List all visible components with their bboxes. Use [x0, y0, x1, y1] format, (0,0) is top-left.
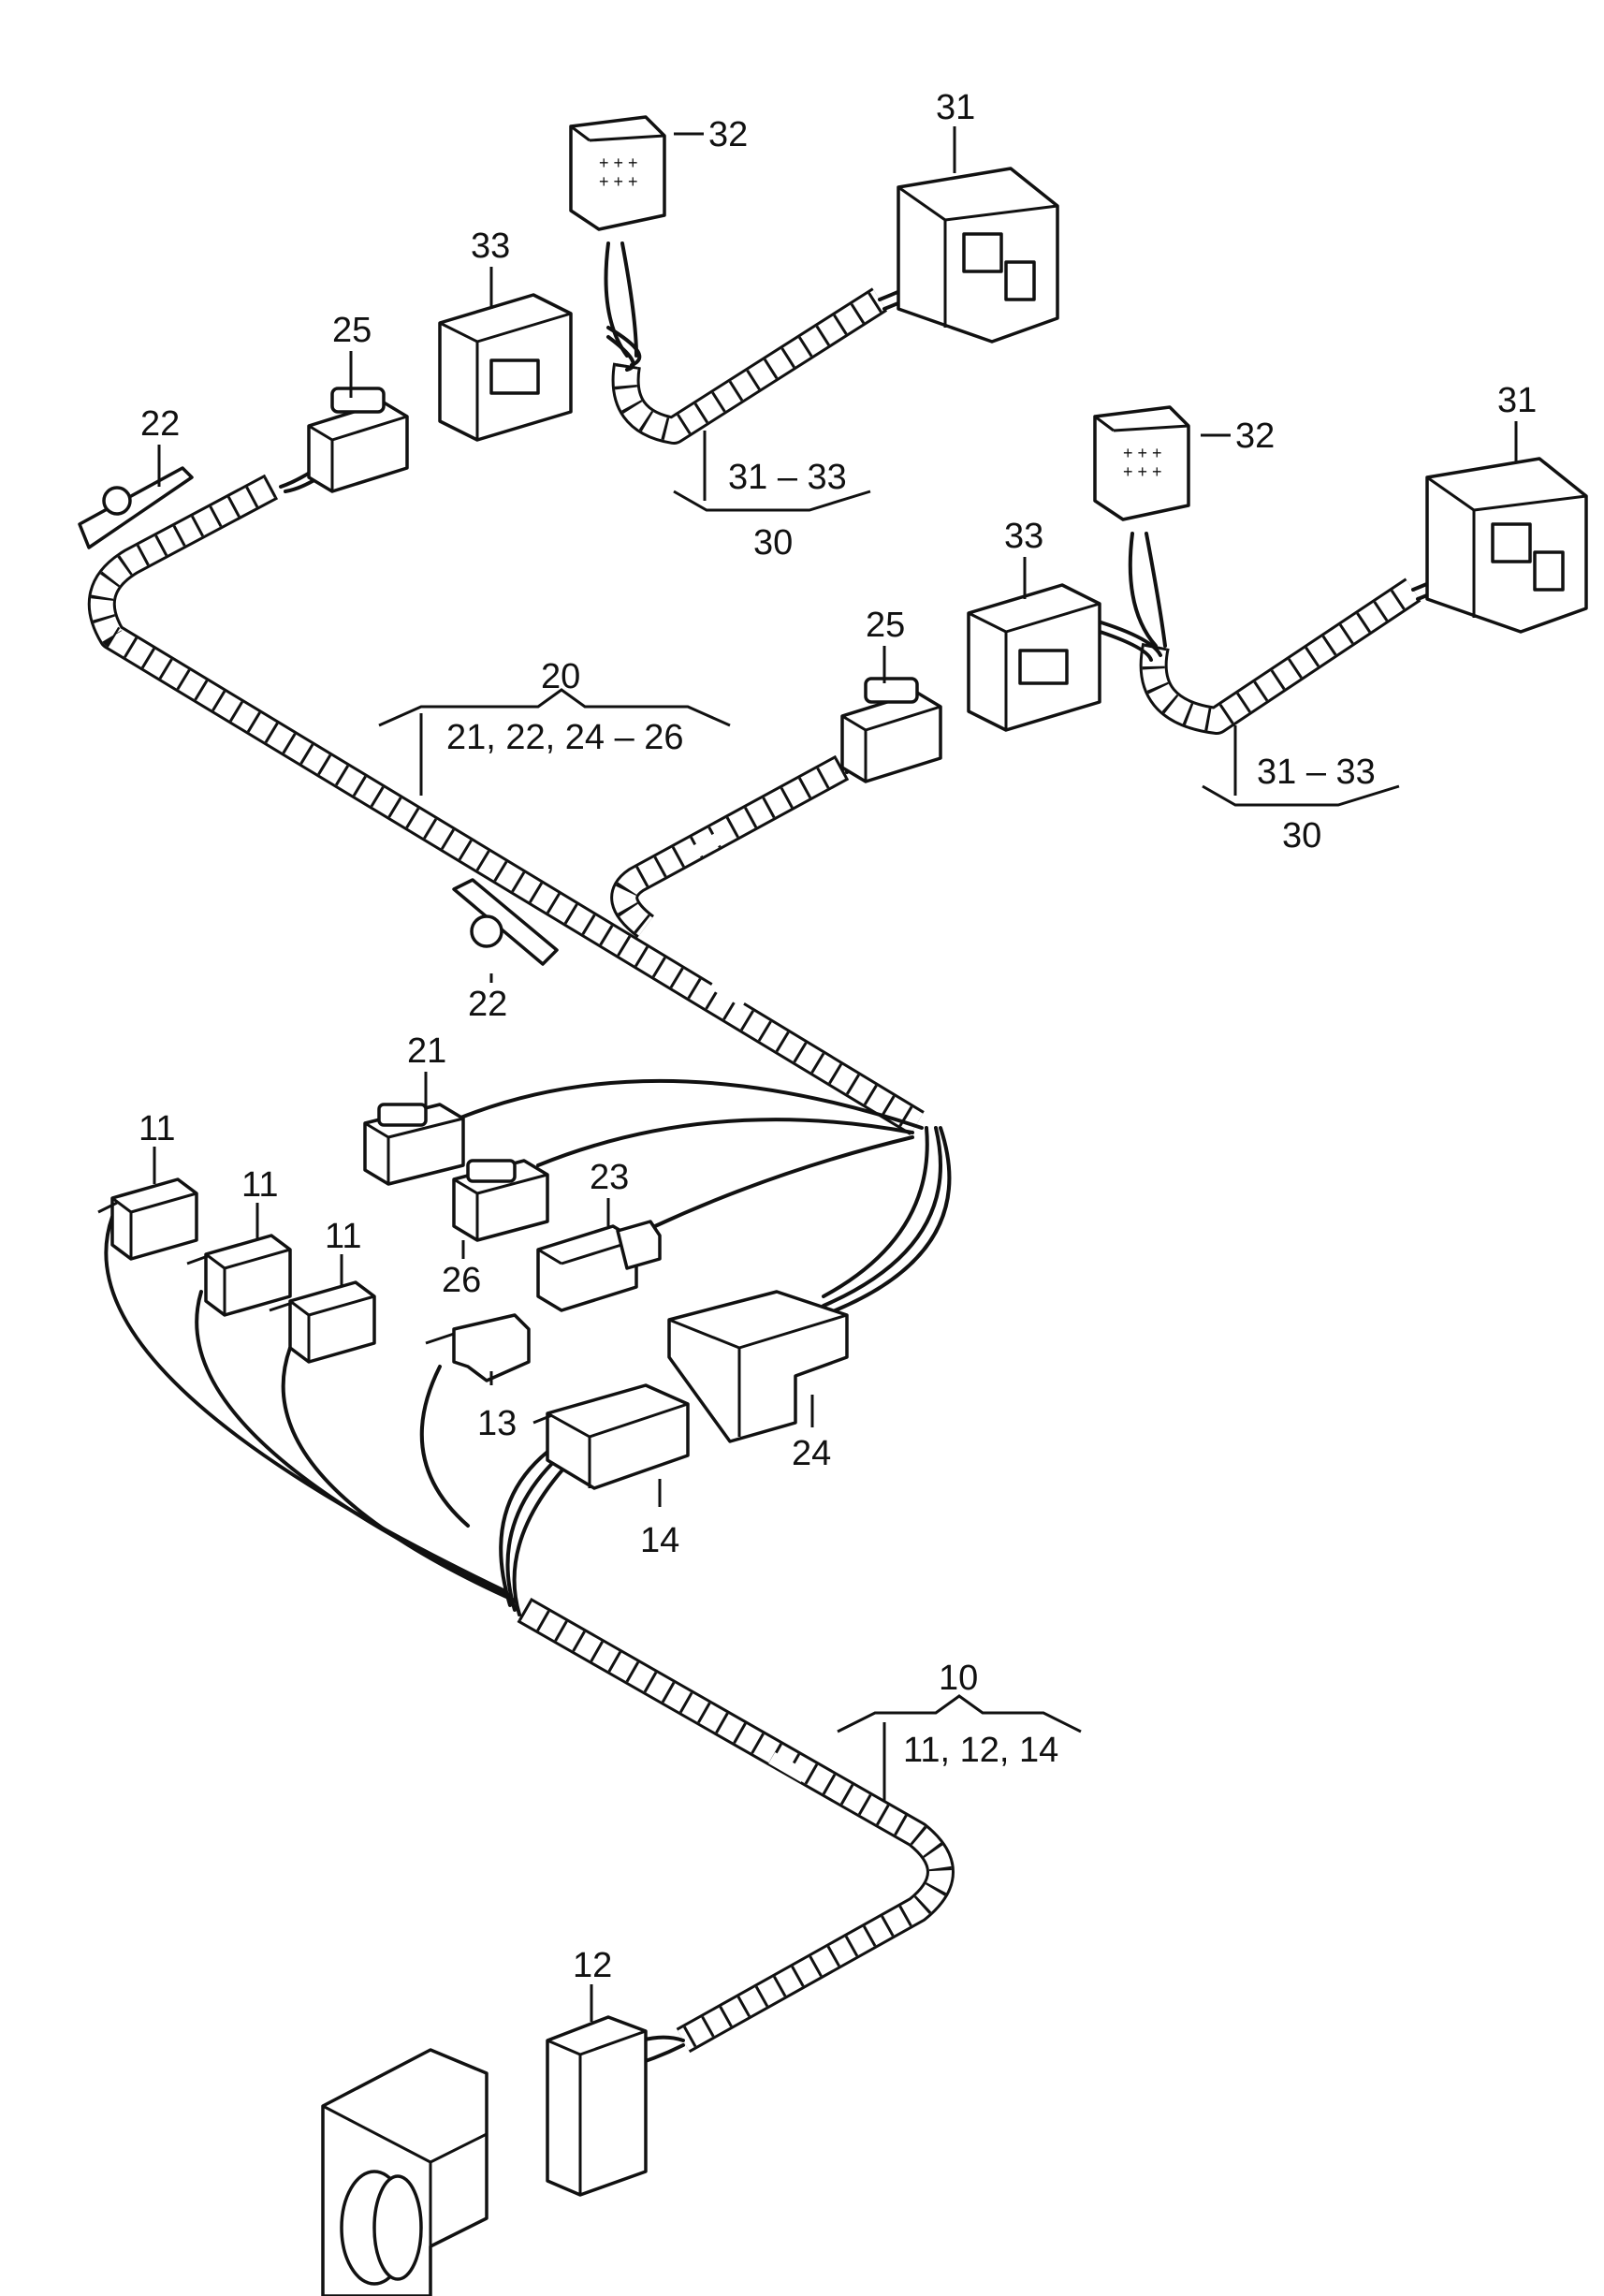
callout-24: 24: [792, 1434, 831, 1473]
callout-11-b: 11: [241, 1165, 278, 1205]
callout-32-upper: 32: [708, 115, 748, 154]
callout-10: 10: [939, 1659, 978, 1698]
svg-text:+ + +: + + +: [599, 172, 638, 191]
connector-33-right: [967, 583, 1101, 732]
harness-30-right: [1139, 578, 1422, 735]
callout-11-c: 11: [325, 1217, 361, 1256]
connector-25-right: [840, 677, 942, 783]
callout-30-upper: 30: [753, 523, 793, 563]
callout-25-upper: 25: [332, 311, 372, 350]
connector-26: [452, 1159, 549, 1242]
callout-32-right: 32: [1235, 417, 1275, 456]
grommet-22-upper: [78, 466, 194, 549]
callout-31-33-right: 31 – 33: [1257, 753, 1376, 792]
harness-branch-25b: [610, 754, 850, 938]
connector-33-upper: [438, 293, 573, 442]
connector-31-upper: [897, 167, 1059, 344]
callout-10-members: 11, 12, 14: [903, 1731, 1058, 1770]
harness-10: [517, 1597, 955, 2054]
callout-31-right: 31: [1497, 381, 1537, 420]
harness-20: [87, 474, 925, 1135]
callout-33-right: 33: [1004, 517, 1043, 556]
connector-23: [536, 1220, 662, 1312]
connector-11-b: [186, 1234, 292, 1317]
harness-30-upper: [611, 287, 888, 445]
svg-text:+ + +: + + +: [1123, 444, 1162, 462]
connector-14: [532, 1383, 690, 1490]
callout-31-upper: 31: [936, 88, 975, 127]
leader-lines: [153, 126, 1518, 2022]
grommet-22-middle: [452, 878, 559, 966]
connector-13: [425, 1313, 531, 1382]
connector-11-c: [269, 1280, 376, 1364]
connector-24: [667, 1290, 849, 1443]
callout-30-right: 30: [1282, 816, 1321, 856]
svg-text:+ + +: + + +: [599, 154, 638, 172]
connector-11-a: [97, 1177, 198, 1261]
callout-labels: 31 32 33 25 22 31 – 33 30 31 32 33 25 31…: [139, 88, 1537, 1985]
callout-31-33-upper: 31 – 33: [728, 458, 847, 497]
callout-13: 13: [477, 1404, 517, 1443]
connector-32-right: + + + + + +: [1093, 405, 1190, 521]
connector-25-upper: [307, 387, 409, 493]
callout-23: 23: [590, 1158, 629, 1197]
callout-22-upper: 22: [140, 404, 180, 444]
callout-12: 12: [573, 1946, 612, 1985]
callout-25-right: 25: [866, 606, 905, 645]
callout-20-members: 21, 22, 24 – 26: [446, 718, 684, 757]
svg-text:+ + +: + + +: [1123, 462, 1162, 481]
callout-33-upper: 33: [471, 227, 510, 266]
callout-26: 26: [442, 1261, 481, 1300]
wires: [104, 241, 1476, 2070]
connector-21: [363, 1103, 465, 1186]
connector-12: [546, 2015, 648, 2197]
callout-14: 14: [640, 1521, 679, 1560]
callout-22-middle: 22: [468, 985, 507, 1024]
connector-31-right: [1425, 457, 1588, 634]
connector-32-upper: + + + + + +: [569, 115, 666, 231]
callout-20: 20: [541, 657, 580, 696]
callout-21: 21: [407, 1031, 446, 1071]
callout-11-a: 11: [139, 1109, 175, 1148]
switch-housing: [321, 2048, 488, 2296]
